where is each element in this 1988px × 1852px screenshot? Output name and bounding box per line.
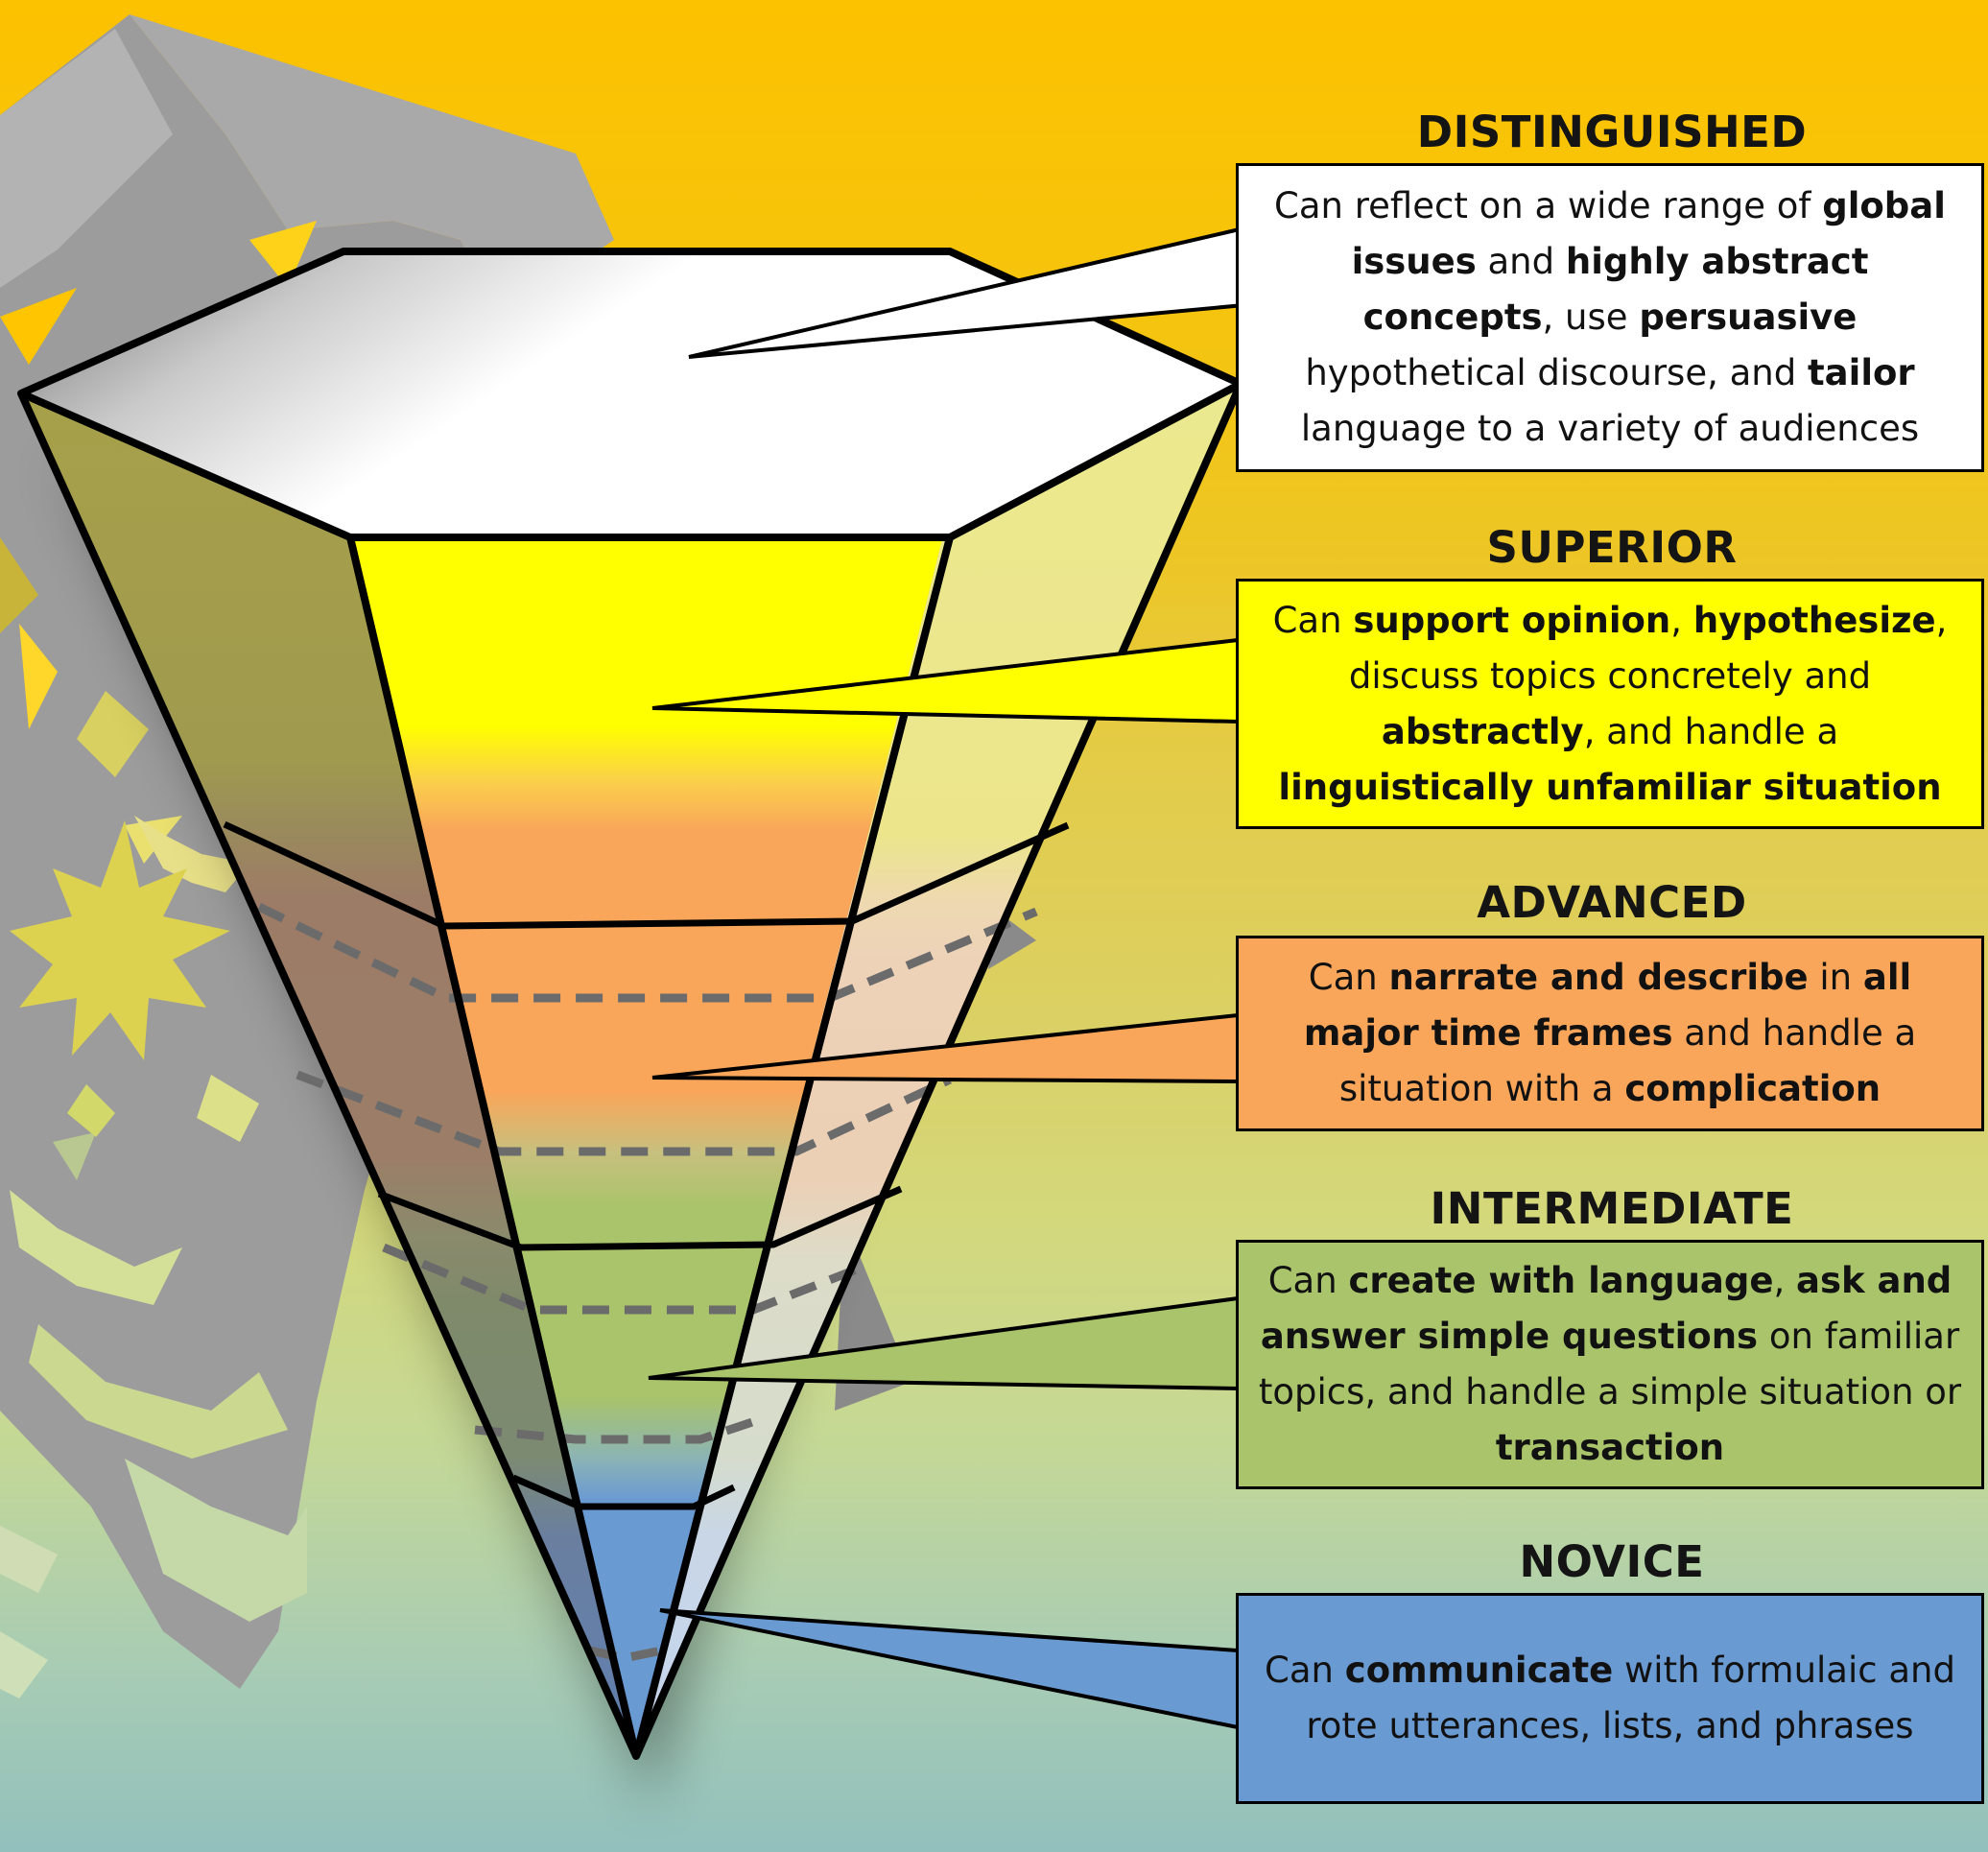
description-text: , bbox=[1773, 1260, 1797, 1301]
description-text: and bbox=[1476, 241, 1566, 282]
description-emphasis: persuasive bbox=[1639, 297, 1858, 338]
description-text: on familiar topics, and handle a simple … bbox=[1258, 1316, 1962, 1413]
description-emphasis: highly abstract concepts bbox=[1362, 241, 1869, 338]
description-text: , use bbox=[1542, 297, 1640, 338]
description-text: Can bbox=[1265, 1650, 1345, 1691]
description-text: hypothetical discourse, and bbox=[1305, 352, 1808, 393]
level-box-intermediate: Can create with language, ask and answer… bbox=[1236, 1240, 1984, 1489]
front-face bbox=[350, 509, 950, 1756]
level-description: Can communicate with formulaic and rote … bbox=[1258, 1643, 1962, 1754]
description-text: Can bbox=[1267, 1260, 1349, 1301]
description-text: language to a variety of audiences bbox=[1300, 408, 1920, 449]
description-emphasis: global issues bbox=[1351, 185, 1946, 282]
level-box-superior: Can support opinion, hypothesize, discus… bbox=[1236, 579, 1984, 829]
description-text: Can bbox=[1308, 957, 1389, 998]
description-emphasis: complication bbox=[1624, 1068, 1882, 1109]
description-emphasis: all major time frames bbox=[1303, 957, 1912, 1054]
level-title-novice: NOVICE bbox=[1519, 1536, 1705, 1587]
transition-dashes bbox=[257, 902, 1038, 1663]
level-description: Can reflect on a wide range of global is… bbox=[1258, 178, 1962, 457]
description-text: , bbox=[1670, 599, 1693, 641]
level-description: Can create with language, ask and answer… bbox=[1258, 1253, 1962, 1476]
level-description: Can narrate and describe in all major ti… bbox=[1258, 950, 1962, 1117]
level-title-intermediate: INTERMEDIATE bbox=[1430, 1183, 1794, 1234]
description-text: , discuss topics concretely and bbox=[1348, 599, 1948, 697]
description-text: and handle a situation with a bbox=[1338, 1012, 1917, 1109]
description-text: Can bbox=[1272, 599, 1354, 641]
description-emphasis: abstractly bbox=[1381, 710, 1584, 752]
band-line-3 bbox=[511, 1474, 736, 1510]
description-emphasis: create with language bbox=[1348, 1260, 1774, 1301]
description-emphasis: narrate and describe bbox=[1388, 957, 1809, 998]
band-line-1 bbox=[223, 820, 1070, 930]
description-emphasis: support opinion bbox=[1353, 599, 1671, 641]
callout-pointers bbox=[648, 226, 1245, 1730]
description-emphasis: linguistically unfamiliar situation bbox=[1278, 766, 1942, 808]
description-emphasis: ask and answer simple questions bbox=[1260, 1260, 1952, 1357]
description-text: Can reflect on a wide range of bbox=[1274, 185, 1823, 226]
level-description: Can support opinion, hypothesize, discus… bbox=[1258, 593, 1962, 816]
pointer-novice bbox=[659, 1608, 1240, 1730]
description-emphasis: communicate bbox=[1344, 1650, 1614, 1691]
level-box-distinguished: Can reflect on a wide range of global is… bbox=[1236, 163, 1984, 472]
description-text: with formulaic and rote utterances, list… bbox=[1306, 1650, 1955, 1746]
level-box-advanced: Can narrate and describe in all major ti… bbox=[1236, 936, 1984, 1131]
description-text: in bbox=[1808, 957, 1863, 998]
description-emphasis: tailor bbox=[1807, 352, 1915, 393]
band-line-2 bbox=[377, 1185, 903, 1251]
level-title-advanced: ADVANCED bbox=[1477, 877, 1747, 928]
level-title-distinguished: DISTINGUISHED bbox=[1416, 107, 1808, 157]
level-box-novice: Can communicate with formulaic and rote … bbox=[1236, 1593, 1984, 1804]
description-text: , and handle a bbox=[1583, 710, 1839, 752]
level-title-superior: SUPERIOR bbox=[1486, 522, 1738, 573]
description-emphasis: transaction bbox=[1495, 1427, 1725, 1468]
description-emphasis: hypothesize bbox=[1692, 599, 1936, 641]
